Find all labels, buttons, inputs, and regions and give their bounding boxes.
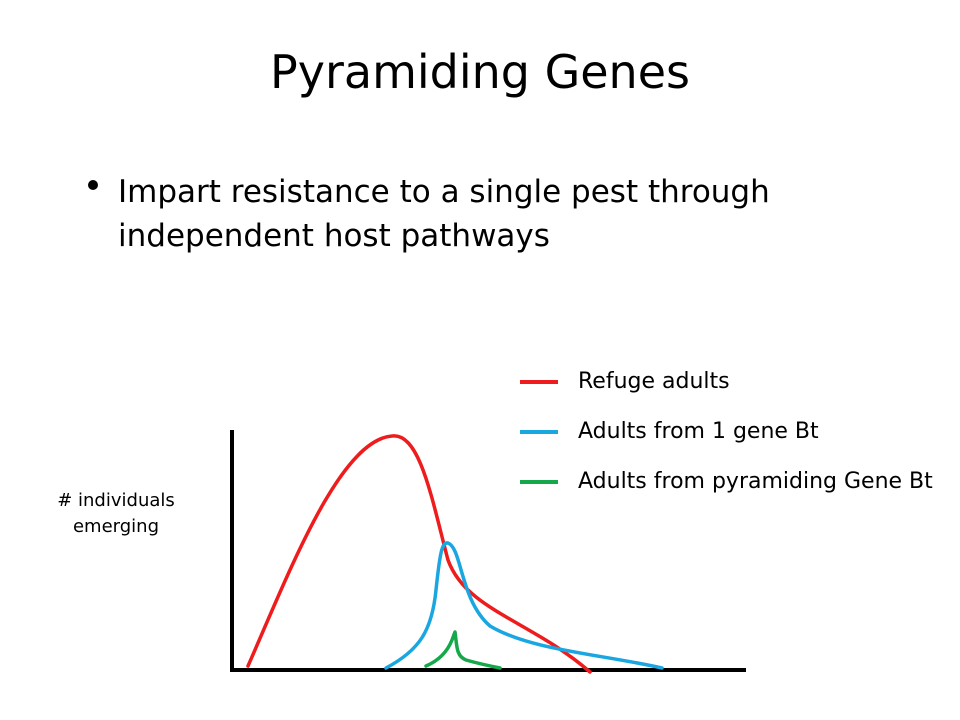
bullet-dot — [88, 180, 98, 190]
bullet-text: Impart resistance to a single pest throu… — [118, 174, 770, 254]
curve-refuge-adults — [246, 434, 592, 674]
legend-item-refuge-adults: Refuge adults — [520, 366, 940, 416]
legend-label: Adults from 1 gene Bt — [578, 419, 819, 444]
legend-item-adults-pyramiding-gene-bt: Adults from pyramiding Gene Bt — [520, 466, 940, 516]
curve-adults-1-gene-bt — [384, 541, 664, 670]
legend-label: Adults from pyramiding Gene Bt — [578, 469, 933, 494]
legend-swatch — [520, 380, 558, 384]
chart-legend: Refuge adults Adults from 1 gene Bt Adul… — [520, 366, 940, 516]
legend-swatch — [520, 480, 558, 484]
y-axis-label: # individuals emerging — [57, 490, 175, 537]
legend-swatch — [520, 430, 558, 434]
legend-label: Refuge adults — [578, 369, 730, 394]
legend-item-adults-1-gene-bt: Adults from 1 gene Bt — [520, 416, 940, 466]
slide-title: Pyramiding Genes — [270, 45, 690, 99]
curve-adults-pyramiding-gene-bt — [424, 630, 502, 670]
